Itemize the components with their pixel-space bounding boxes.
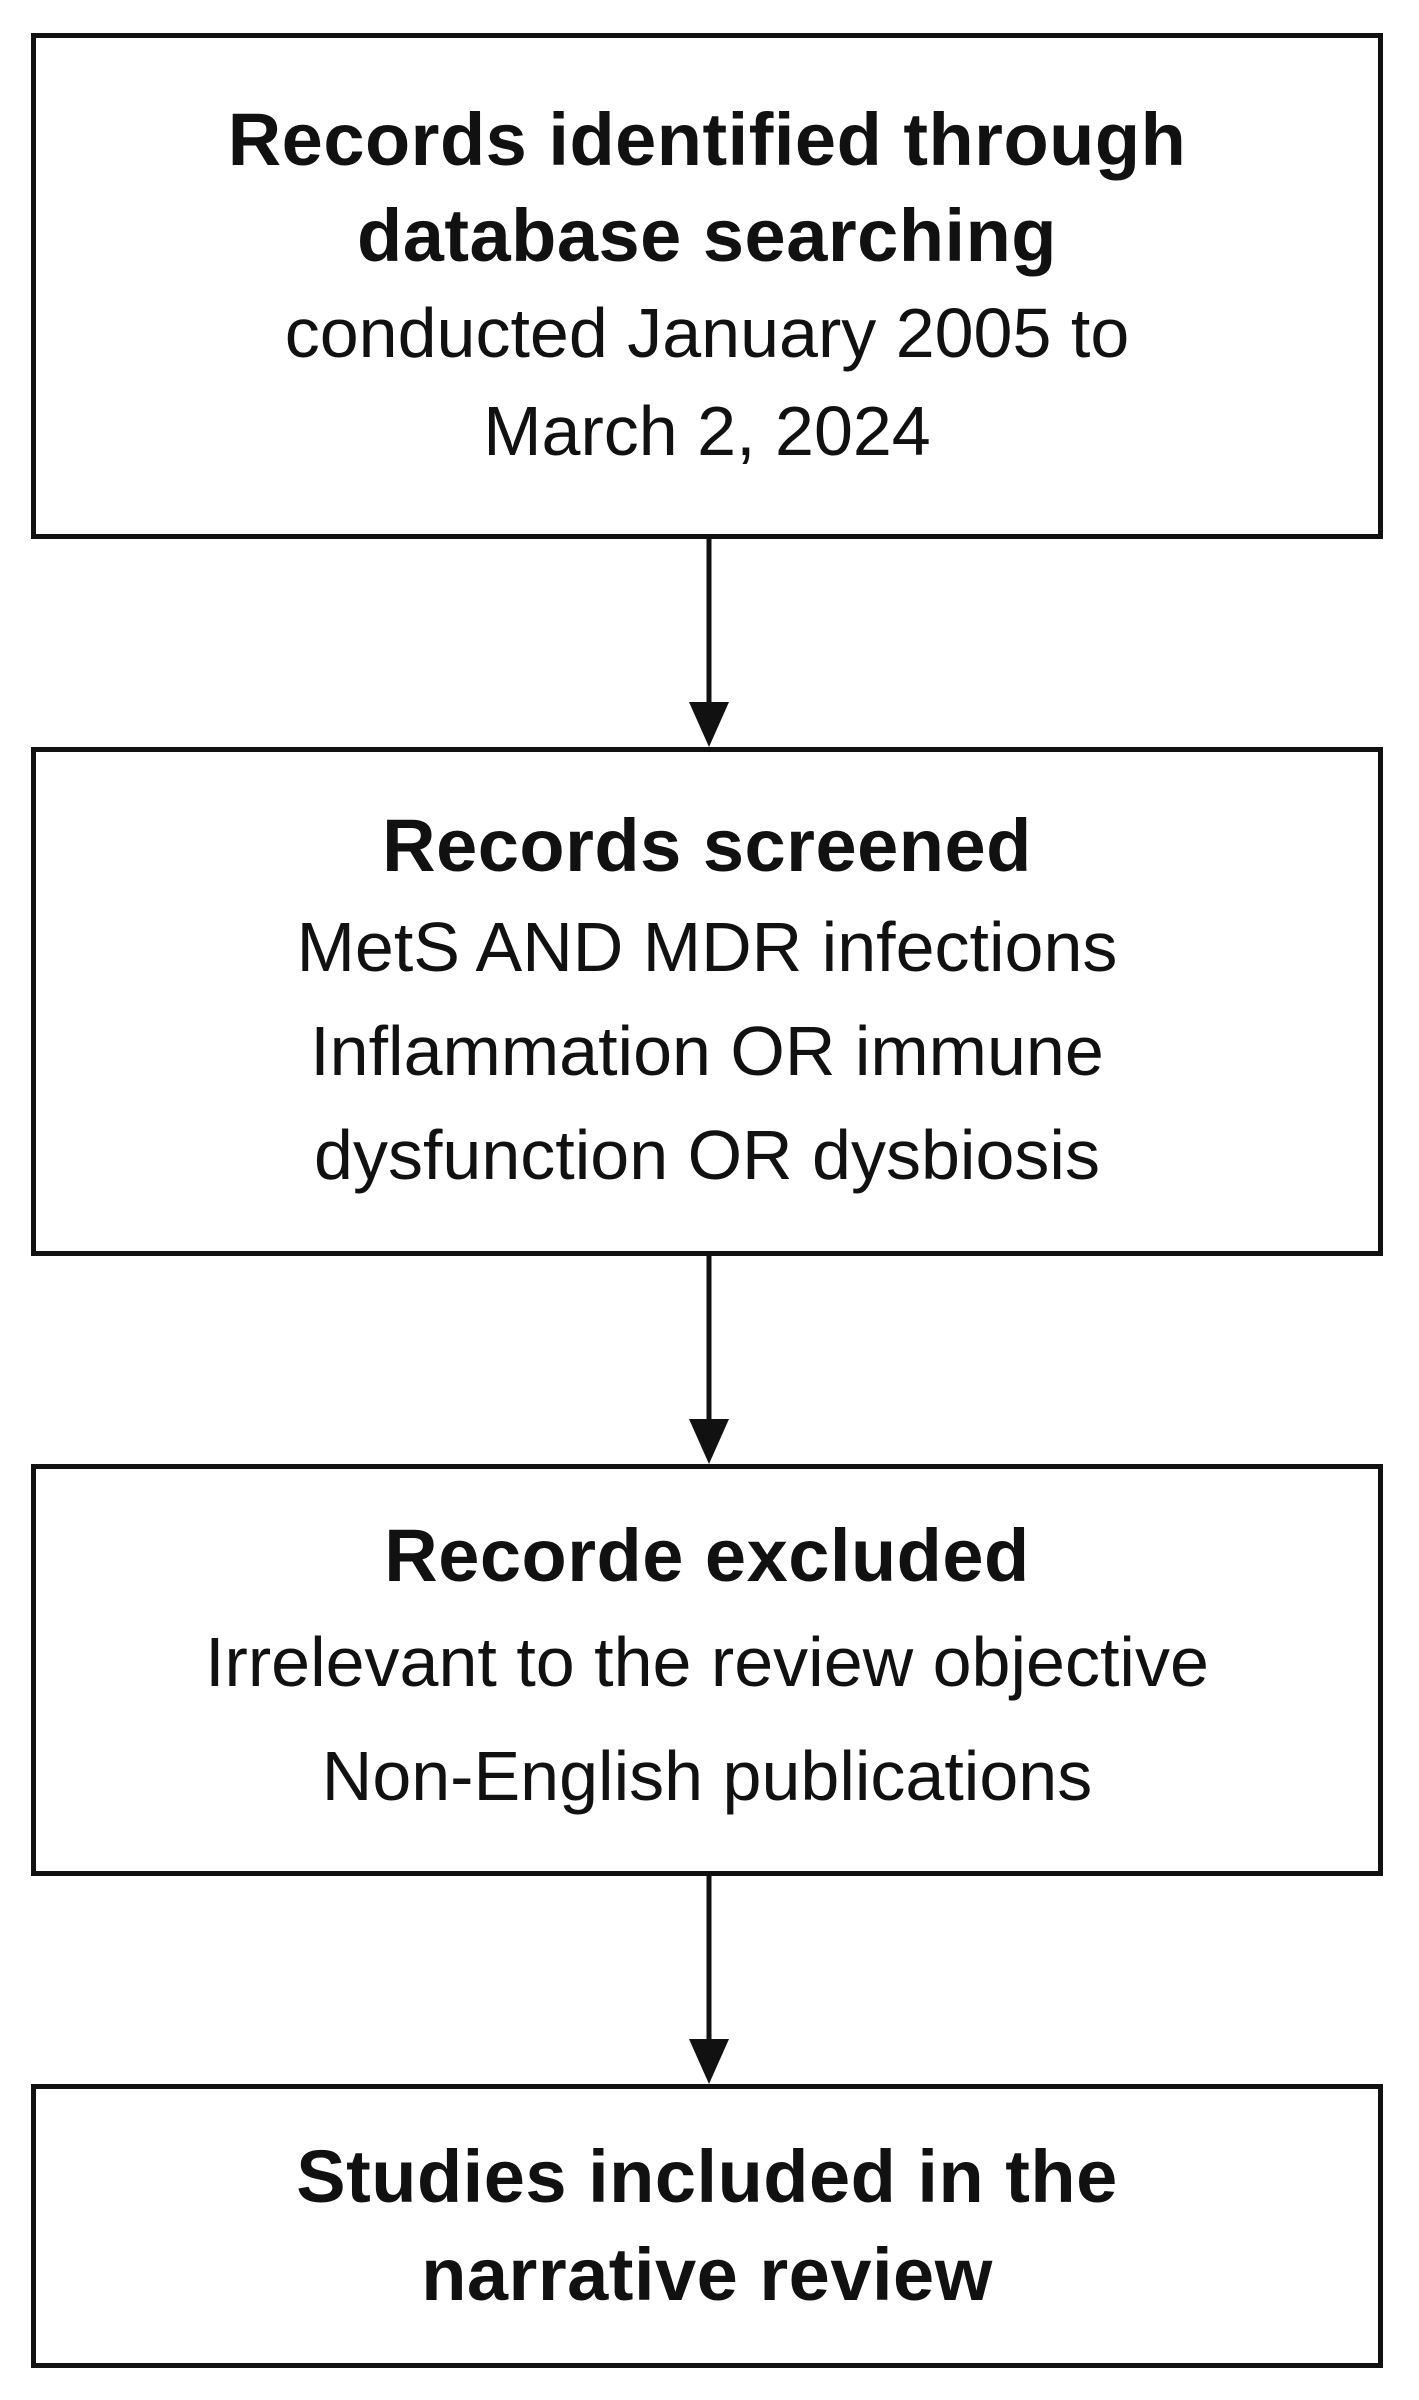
- flow-box-identification: Records identified through database sear…: [31, 33, 1383, 539]
- box-text-line: March 2, 2024: [483, 392, 931, 470]
- box-title-line: Studies included in the: [296, 2135, 1118, 2218]
- flow-box-included: Studies included in the narrative review: [31, 2084, 1383, 2368]
- box-text-line: Inflammation OR immune: [310, 1011, 1104, 1090]
- arrow-3: [689, 1876, 729, 2084]
- box-title-line: narrative review: [421, 2233, 993, 2316]
- box-title-line: Records screened: [382, 803, 1032, 887]
- box-text-line: dysfunction OR dysbiosis: [314, 1115, 1100, 1194]
- box-title-line: Recorde excluded: [384, 1514, 1030, 1597]
- arrow-2: [689, 1256, 729, 1464]
- arrow-1: [689, 539, 729, 747]
- box-title-line: Records identified through: [227, 98, 1187, 181]
- box-text-line: Irrelevant to the review objective: [205, 1623, 1209, 1701]
- flow-box-exclusion: Recorde excluded Irrelevant to the revie…: [31, 1464, 1383, 1876]
- box-text-line: MetS AND MDR infections: [296, 907, 1118, 986]
- box-title-line: database searching: [357, 194, 1057, 277]
- flow-box-screening: Records screened MetS AND MDR infections…: [31, 747, 1383, 1256]
- box-text-line: Non-English publications: [321, 1737, 1093, 1815]
- box-text-line: conducted January 2005 to: [284, 294, 1130, 372]
